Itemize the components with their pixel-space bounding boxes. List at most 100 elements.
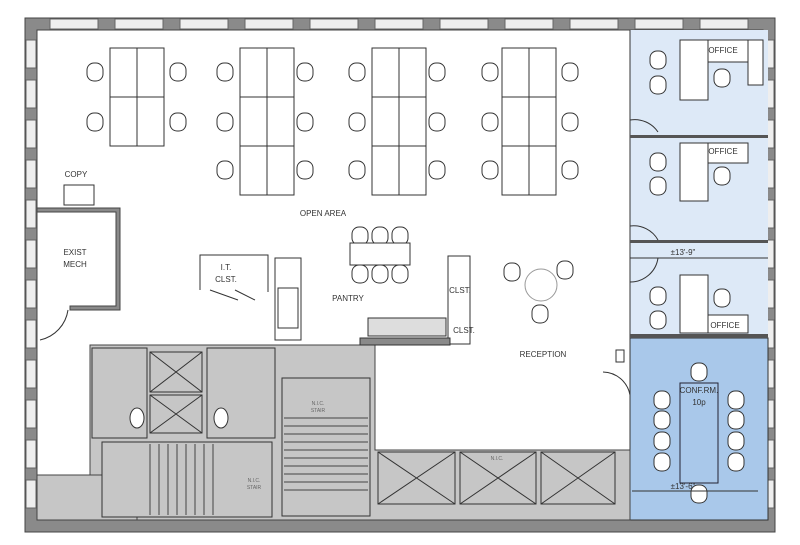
stair-b	[101, 441, 273, 518]
desk	[239, 145, 268, 196]
desk	[501, 145, 530, 196]
desk	[398, 145, 427, 196]
label-closet: CLST.	[449, 286, 471, 295]
chair	[653, 390, 671, 410]
window	[25, 199, 37, 229]
desk	[528, 145, 557, 196]
chair	[713, 68, 731, 88]
chair	[561, 62, 579, 82]
elevator-x	[459, 451, 537, 505]
elevator-shaft	[459, 451, 537, 505]
chair	[216, 112, 234, 132]
window	[569, 18, 619, 30]
desk	[266, 145, 295, 196]
label-it-closet: I.T.	[221, 263, 232, 272]
reception-column	[615, 349, 625, 363]
pantry-hatched-counter	[277, 287, 299, 329]
label-copy: COPY	[65, 170, 88, 179]
chair	[169, 112, 187, 132]
pantry-counter	[367, 317, 447, 337]
window	[699, 18, 749, 30]
chair	[391, 264, 409, 284]
desk	[501, 96, 530, 147]
desk	[109, 96, 138, 147]
chairs	[86, 50, 745, 504]
window	[25, 159, 37, 189]
closet-walls	[447, 255, 471, 345]
chair	[690, 362, 708, 382]
chair	[561, 160, 579, 180]
chair	[727, 390, 745, 410]
chair	[653, 410, 671, 430]
desk	[501, 47, 530, 98]
chair	[371, 226, 389, 246]
label-elevator: N.I.C.	[491, 456, 504, 462]
door-swing	[39, 309, 69, 341]
window	[309, 18, 359, 30]
elevator-shaft	[149, 394, 203, 434]
pantry-table	[349, 242, 411, 266]
chair	[653, 431, 671, 451]
conference-table	[679, 382, 719, 484]
elevator-x	[540, 451, 616, 505]
window	[25, 319, 37, 349]
chair	[653, 452, 671, 472]
window	[439, 18, 489, 30]
chair	[391, 226, 409, 246]
it-closet-wall	[199, 254, 269, 301]
chair	[649, 50, 667, 70]
chair	[86, 112, 104, 132]
windows	[25, 18, 775, 509]
chair	[348, 112, 366, 132]
elevator-x	[149, 351, 203, 393]
chair	[713, 166, 731, 186]
desk	[371, 145, 400, 196]
chair	[727, 452, 745, 472]
window	[25, 439, 37, 469]
desk	[266, 96, 295, 147]
chair	[481, 160, 499, 180]
chair	[169, 62, 187, 82]
desk	[239, 47, 268, 98]
label-reception: RECEPTION	[520, 350, 567, 359]
chair	[428, 160, 446, 180]
window	[504, 18, 554, 30]
label-office: OFFICE	[708, 147, 737, 156]
window	[25, 479, 37, 509]
window	[49, 18, 99, 30]
office-divider	[630, 334, 768, 338]
desk	[266, 47, 295, 98]
chair	[216, 62, 234, 82]
window	[244, 18, 294, 30]
office-divider	[630, 135, 768, 138]
label-pantry: PANTRY	[332, 294, 364, 303]
chair	[428, 112, 446, 132]
window	[25, 239, 37, 269]
window	[25, 119, 37, 149]
chair	[727, 431, 745, 451]
reception-table	[524, 268, 558, 302]
elevator-x	[149, 394, 203, 434]
label-conference-capacity: 10p	[692, 398, 706, 407]
stair-treads	[149, 417, 368, 515]
window	[374, 18, 424, 30]
chair	[296, 62, 314, 82]
window	[25, 359, 37, 389]
elevator-x	[377, 451, 456, 505]
chair	[86, 62, 104, 82]
chair	[561, 112, 579, 132]
elevator-shaft	[540, 451, 616, 505]
chair	[690, 484, 708, 504]
chair	[503, 262, 521, 282]
chair	[351, 264, 369, 284]
label-stair: N.I.C.	[312, 401, 325, 407]
label-exist-mech: EXIST	[63, 248, 86, 257]
label-conference-dimension: ±13'-6"	[671, 482, 696, 491]
copier	[63, 184, 95, 206]
label-closet: CLST.	[453, 326, 475, 335]
chair	[556, 260, 574, 280]
desk	[528, 96, 557, 147]
chair	[481, 112, 499, 132]
elevator-shaft	[377, 451, 456, 505]
